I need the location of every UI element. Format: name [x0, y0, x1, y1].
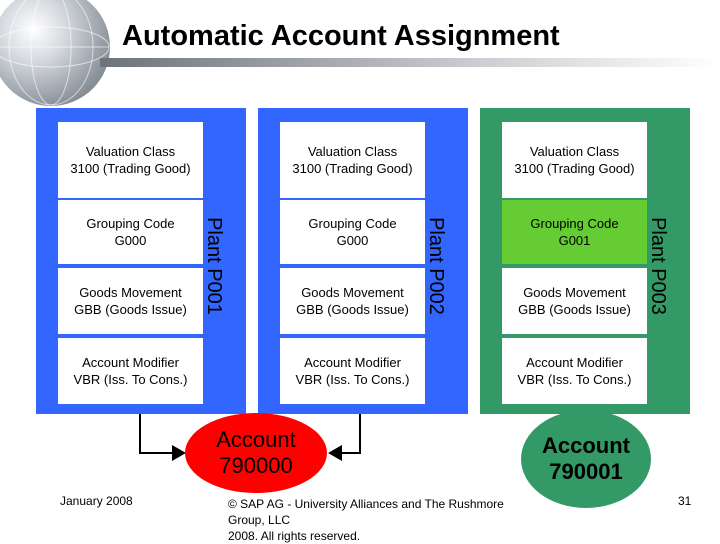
globe-gridlines — [0, 0, 110, 106]
goods-movement-box: Goods Movement GBB (Goods Issue) — [280, 268, 425, 334]
goods-movement-label: Goods Movement — [79, 285, 182, 300]
footer-date: January 2008 — [60, 494, 133, 508]
plant-panel-p001: Valuation Class 3100 (Trading Good) Grou… — [36, 108, 246, 414]
valuation-class-value: 3100 (Trading Good) — [514, 161, 635, 176]
account-modifier-value: VBR (Iss. To Cons.) — [295, 372, 410, 387]
account-modifier-box: Account Modifier VBR (Iss. To Cons.) — [280, 338, 425, 404]
arrow-p002-to-account-790000 — [328, 414, 361, 461]
copyright-line-1: © SAP AG - University Alliances and The … — [228, 497, 504, 527]
account-modifier-value: VBR (Iss. To Cons.) — [517, 372, 632, 387]
account-modifier-box: Account Modifier VBR (Iss. To Cons.) — [502, 338, 647, 404]
goods-movement-value: GBB (Goods Issue) — [518, 302, 631, 317]
valuation-class-label: Valuation Class — [307, 144, 398, 159]
plant-panel-p003: Valuation Class 3100 (Trading Good) Grou… — [480, 108, 690, 414]
grouping-code-box: Grouping Code G000 — [58, 200, 203, 264]
goods-movement-box: Goods Movement GBB (Goods Issue) — [58, 268, 203, 334]
goods-movement-value: GBB (Goods Issue) — [296, 302, 409, 317]
valuation-class-box: Valuation Class 3100 (Trading Good) — [280, 122, 425, 198]
grouping-code-value: G000 — [336, 233, 369, 248]
grouping-code-label: Grouping Code — [530, 216, 619, 231]
grouping-code-box-highlighted: Grouping Code G001 — [502, 200, 647, 264]
account-modifier-label: Account Modifier — [304, 355, 401, 370]
valuation-class-value: 3100 (Trading Good) — [70, 161, 191, 176]
goods-movement-label: Goods Movement — [523, 285, 626, 300]
grouping-code-box: Grouping Code G000 — [280, 200, 425, 264]
plant-panel-p002: Valuation Class 3100 (Trading Good) Grou… — [258, 108, 468, 414]
account-790001: Account 790001 — [521, 410, 651, 508]
goods-movement-value: GBB (Goods Issue) — [74, 302, 187, 317]
goods-movement-label: Goods Movement — [301, 285, 404, 300]
valuation-class-value: 3100 (Trading Good) — [292, 161, 413, 176]
goods-movement-box: Goods Movement GBB (Goods Issue) — [502, 268, 647, 334]
valuation-class-box: Valuation Class 3100 (Trading Good) — [58, 122, 203, 198]
grouping-code-value: G001 — [558, 233, 591, 248]
valuation-class-box: Valuation Class 3100 (Trading Good) — [502, 122, 647, 198]
grouping-code-value: G000 — [114, 233, 147, 248]
account-label: Account — [542, 433, 630, 458]
account-modifier-label: Account Modifier — [526, 355, 623, 370]
account-modifier-label: Account Modifier — [82, 355, 179, 370]
account-number: 790001 — [549, 459, 623, 484]
arrow-p001-to-account-790000 — [139, 414, 186, 461]
account-790000: Account 790000 — [185, 413, 327, 493]
account-number: 790000 — [219, 453, 293, 478]
slide-title: Automatic Account Assignment — [122, 20, 560, 52]
valuation-class-label: Valuation Class — [529, 144, 620, 159]
page-number: 31 — [678, 494, 692, 508]
valuation-class-label: Valuation Class — [85, 144, 176, 159]
account-label: Account — [216, 427, 296, 452]
account-modifier-box: Account Modifier VBR (Iss. To Cons.) — [58, 338, 203, 404]
title-underline-bar — [100, 58, 720, 67]
account-modifier-value: VBR (Iss. To Cons.) — [73, 372, 188, 387]
grouping-code-label: Grouping Code — [86, 216, 175, 231]
grouping-code-label: Grouping Code — [308, 216, 397, 231]
copyright-line-2: 2008. All rights reserved. — [228, 529, 361, 543]
footer-copyright: © SAP AG - University Alliances and The … — [228, 496, 528, 544]
globe-graphic — [0, 0, 110, 106]
